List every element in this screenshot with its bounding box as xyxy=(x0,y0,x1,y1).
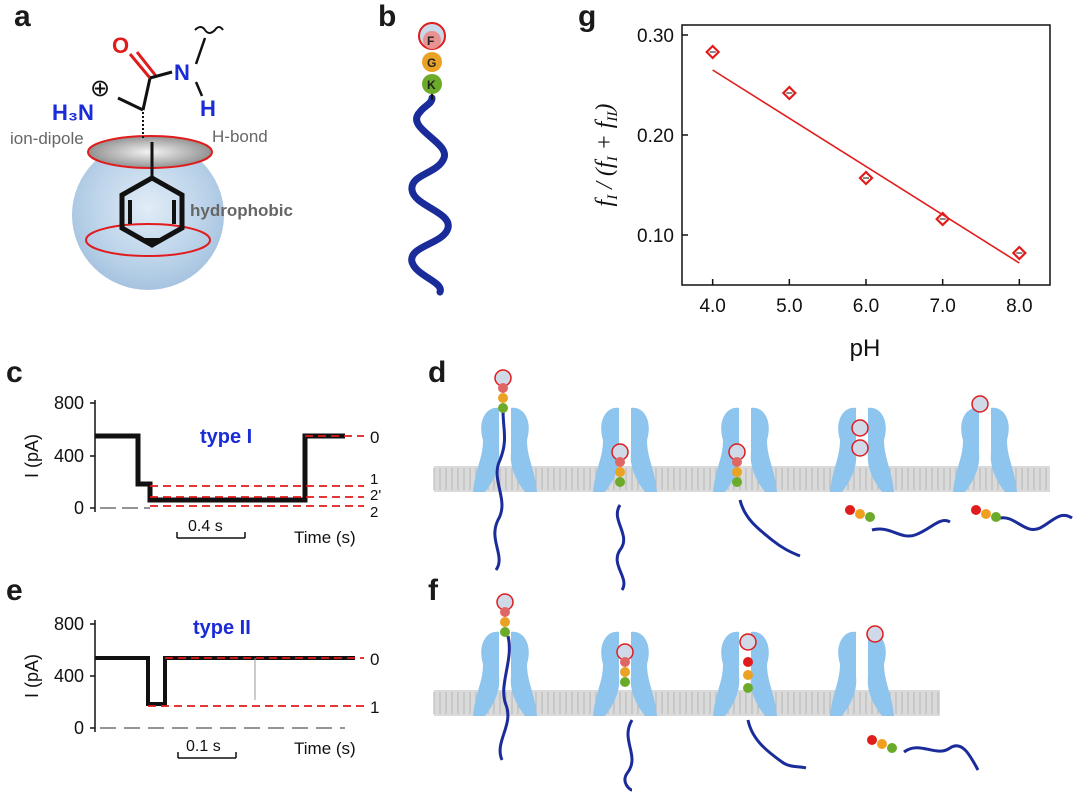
data-point xyxy=(705,44,721,60)
x-tick-label: 6.0 xyxy=(853,296,879,317)
y-tick-label: 0.20 xyxy=(637,126,674,147)
panel-letter-g: g xyxy=(578,0,597,33)
panel-letter-a: a xyxy=(14,0,31,33)
h-bond-label: H-bond xyxy=(212,127,268,146)
fit-line xyxy=(712,69,1020,264)
oxygen-label: O xyxy=(112,33,129,58)
panel-letter-d: d xyxy=(428,356,447,389)
chart-xlabel: pH xyxy=(850,335,881,362)
y-tick-label: 0.30 xyxy=(637,26,674,47)
chart-frame xyxy=(681,24,1051,286)
ammonium-label: H₃N xyxy=(52,100,94,125)
positive-charge-label: ⊕ xyxy=(90,75,110,102)
nitrogen-label: N xyxy=(174,60,190,85)
x-tick-label: 4.0 xyxy=(699,296,725,317)
y-tick-label: 0.10 xyxy=(637,226,674,247)
cage-top-rim xyxy=(87,135,213,169)
data-point xyxy=(858,170,874,186)
cage-bottom-rim xyxy=(85,223,211,257)
data-point xyxy=(781,85,797,101)
benzene-ring xyxy=(119,175,185,248)
panel-a-structure: O N H H₃N ⊕ ion-dipole H-bond hydrophobi… xyxy=(10,26,293,290)
x-tick-label: 7.0 xyxy=(929,296,955,317)
x-tick-label: 8.0 xyxy=(1006,296,1032,317)
amide-h-label: H xyxy=(200,96,216,121)
x-tick-label: 5.0 xyxy=(776,296,802,317)
data-point xyxy=(1011,245,1027,261)
ion-dipole-label: ion-dipole xyxy=(10,129,84,148)
chart-ylabel: fI / (fI + fII) xyxy=(592,104,621,207)
panel-letter-b: b xyxy=(378,0,397,33)
data-point xyxy=(935,211,951,227)
panel-letter-f: f xyxy=(428,574,438,607)
panel-letter-e: e xyxy=(6,574,23,607)
panel-letter-c: c xyxy=(6,356,23,389)
hydrophobic-label: hydrophobic xyxy=(190,201,293,220)
